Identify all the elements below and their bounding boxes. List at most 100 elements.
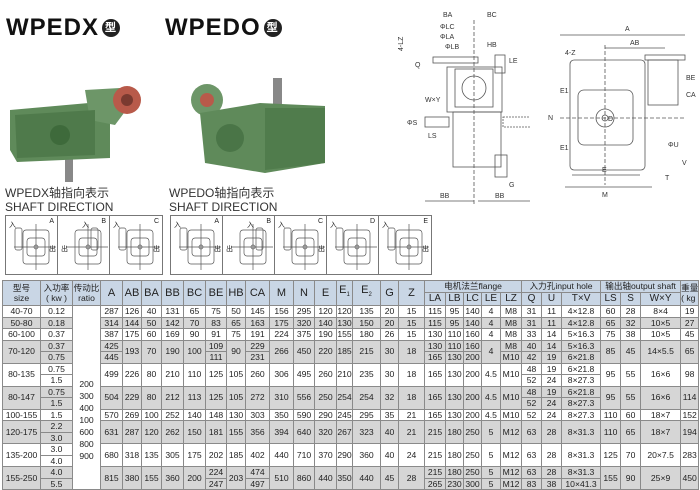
table-cell: 323 — [352, 420, 381, 444]
table-cell: 163 — [245, 316, 270, 329]
output-label: 出 — [49, 246, 56, 253]
table-cell: 45 — [620, 339, 642, 364]
table-cell: 4 — [481, 328, 501, 341]
table-cell: 42 — [521, 351, 543, 364]
table-cell: 130 — [424, 339, 446, 352]
direction-letter: A — [214, 218, 219, 225]
table-cell: 20×7.5 — [640, 443, 682, 467]
table-cell: 250 — [314, 385, 337, 410]
table-cell: 14 — [541, 339, 563, 352]
table-cell: 320 — [293, 316, 315, 329]
table-cell: 0.37 — [40, 339, 73, 352]
table-cell: 425 — [100, 339, 123, 352]
table-cell: 38 — [620, 328, 642, 341]
column-header: LZ — [499, 292, 523, 306]
ratio-value: 900 — [79, 451, 94, 461]
table-cell: 860 — [293, 466, 315, 490]
gearbox-outline-icon — [179, 224, 221, 270]
table-cell: 105 — [226, 385, 246, 410]
table-cell: 55 — [620, 385, 642, 410]
table-cell: 318 — [122, 443, 142, 467]
caption-cn: WPEDX轴指向表示 — [5, 186, 110, 200]
table-cell: 0.75 — [40, 385, 73, 398]
table-cell: 215 — [424, 443, 446, 467]
table-cell: 3.0 — [40, 443, 73, 456]
table-cell: 70 — [620, 443, 642, 467]
table-cell: 815 — [100, 466, 123, 490]
side-dimension-label: 4-LZ — [398, 36, 405, 51]
column-header: S — [620, 292, 642, 306]
table-cell: 27 — [680, 316, 700, 329]
table-cell: 15 — [398, 305, 425, 318]
direction-letter: C — [317, 218, 323, 225]
table-cell: 150 — [352, 316, 381, 329]
table-cell: 224 — [205, 466, 227, 479]
table-cell: 215 — [352, 339, 381, 364]
table-cell: 194 — [680, 420, 700, 444]
table-cell: 100 — [141, 408, 162, 421]
side-dimension-label: LE — [509, 58, 518, 65]
column-header: BC — [183, 280, 206, 306]
output-label: 出 — [153, 246, 160, 253]
table-cell: 4 — [481, 316, 501, 329]
table-cell: 48 — [521, 362, 543, 375]
table-cell: 200 — [463, 385, 482, 410]
table-cell: 125 — [205, 385, 227, 410]
table-cell: 440 — [314, 466, 337, 490]
table-cell: 130 — [445, 385, 464, 410]
table-cell: 63 — [521, 443, 543, 467]
table-cell: 19 — [541, 385, 563, 398]
table-cell: 113 — [183, 385, 206, 410]
table-cell: 65 — [680, 339, 700, 364]
table-cell: 680 — [100, 443, 123, 467]
table-cell: 295 — [293, 305, 315, 318]
table-cell: 152 — [680, 408, 700, 421]
table-cell: 24 — [398, 443, 425, 467]
table-cell: 40 — [380, 443, 399, 467]
table-cell: 18 — [398, 339, 425, 364]
input-label: 入 — [82, 222, 89, 229]
table-cell: 111 — [205, 351, 227, 364]
side-dimension-label: ΦLC — [440, 24, 455, 31]
front-dimension-label: A — [625, 26, 630, 33]
table-cell: 556 — [293, 385, 315, 410]
gearbox-outline-icon — [335, 224, 377, 270]
table-cell: 24 — [541, 374, 563, 387]
table-cell: 130 — [445, 351, 464, 364]
table-cell: 130 — [424, 328, 446, 341]
front-dimension-label: AB — [630, 40, 640, 47]
table-cell: 4 — [481, 339, 501, 364]
table-cell: 26 — [380, 328, 399, 341]
front-dimension-label: N — [548, 115, 553, 122]
table-cell: 140 — [463, 316, 482, 329]
table-cell: 140 — [314, 316, 337, 329]
column-header: M — [269, 280, 294, 306]
table-cell: 90 — [183, 328, 206, 341]
table-cell: 450 — [293, 339, 315, 364]
table-cell: 252 — [161, 408, 184, 421]
table-cell: 360 — [352, 443, 381, 467]
input-shaft — [273, 78, 282, 108]
table-cell: 165 — [424, 362, 446, 387]
table-cell: 231 — [245, 351, 270, 364]
front-dimension-label: 4-Z — [565, 50, 576, 57]
column-header: CA — [245, 280, 270, 306]
table-cell: 130 — [336, 316, 353, 329]
table-cell: 110 — [600, 420, 622, 444]
table-cell: 110 — [600, 408, 622, 421]
table-cell: 165 — [424, 385, 446, 410]
size-cell: 80-147 — [2, 385, 41, 410]
table-cell: 191 — [245, 328, 270, 341]
type-badge: 型 — [263, 19, 282, 37]
table-cell: M10 — [499, 408, 523, 421]
table-cell: 95 — [445, 316, 464, 329]
table-cell: 135 — [141, 443, 162, 467]
front-dimension-label: E — [602, 167, 607, 174]
column-header: BE — [205, 280, 227, 306]
table-cell: 504 — [100, 385, 123, 410]
